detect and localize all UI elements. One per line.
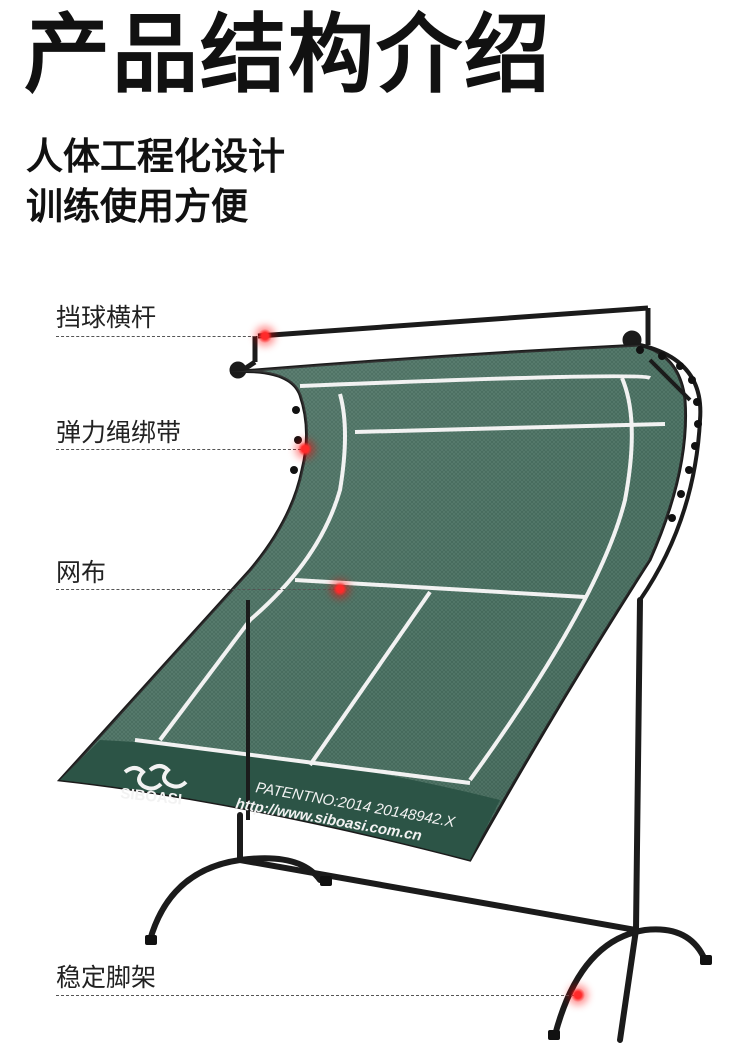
callout-top-bar-label: 挡球横杆 xyxy=(56,303,157,332)
stand-frame xyxy=(147,597,708,1043)
callout-elastic-strap-marker xyxy=(298,442,312,456)
callout-stand-label: 稳定脚架 xyxy=(56,963,157,992)
callout-top-bar-marker xyxy=(258,329,272,343)
subtitle-line-1: 人体工程化设计 xyxy=(26,135,285,178)
page-title: 产品结构介绍 xyxy=(24,5,552,105)
brand-logo xyxy=(123,764,188,791)
callout-net-label: 网布 xyxy=(56,558,107,587)
callout-net-leader xyxy=(56,589,336,590)
subtitle-line-2: 训练使用方便 xyxy=(26,185,248,228)
callout-elastic-strap-label: 弹力绳绑带 xyxy=(56,418,182,447)
top-bar xyxy=(229,305,651,379)
page-subtitle: 人体工程化设计 训练使用方便 xyxy=(26,132,285,232)
net-brand-text: SIBOASI xyxy=(120,785,183,808)
callout-stand-leader xyxy=(56,995,574,996)
callout-stand-marker xyxy=(571,988,585,1002)
stand-feet xyxy=(145,876,712,1040)
callout-elastic-strap-leader xyxy=(56,449,301,450)
elastic-strap-knobs xyxy=(290,346,702,522)
callout-net-marker xyxy=(333,582,347,596)
callout-top-bar-leader xyxy=(56,336,261,337)
